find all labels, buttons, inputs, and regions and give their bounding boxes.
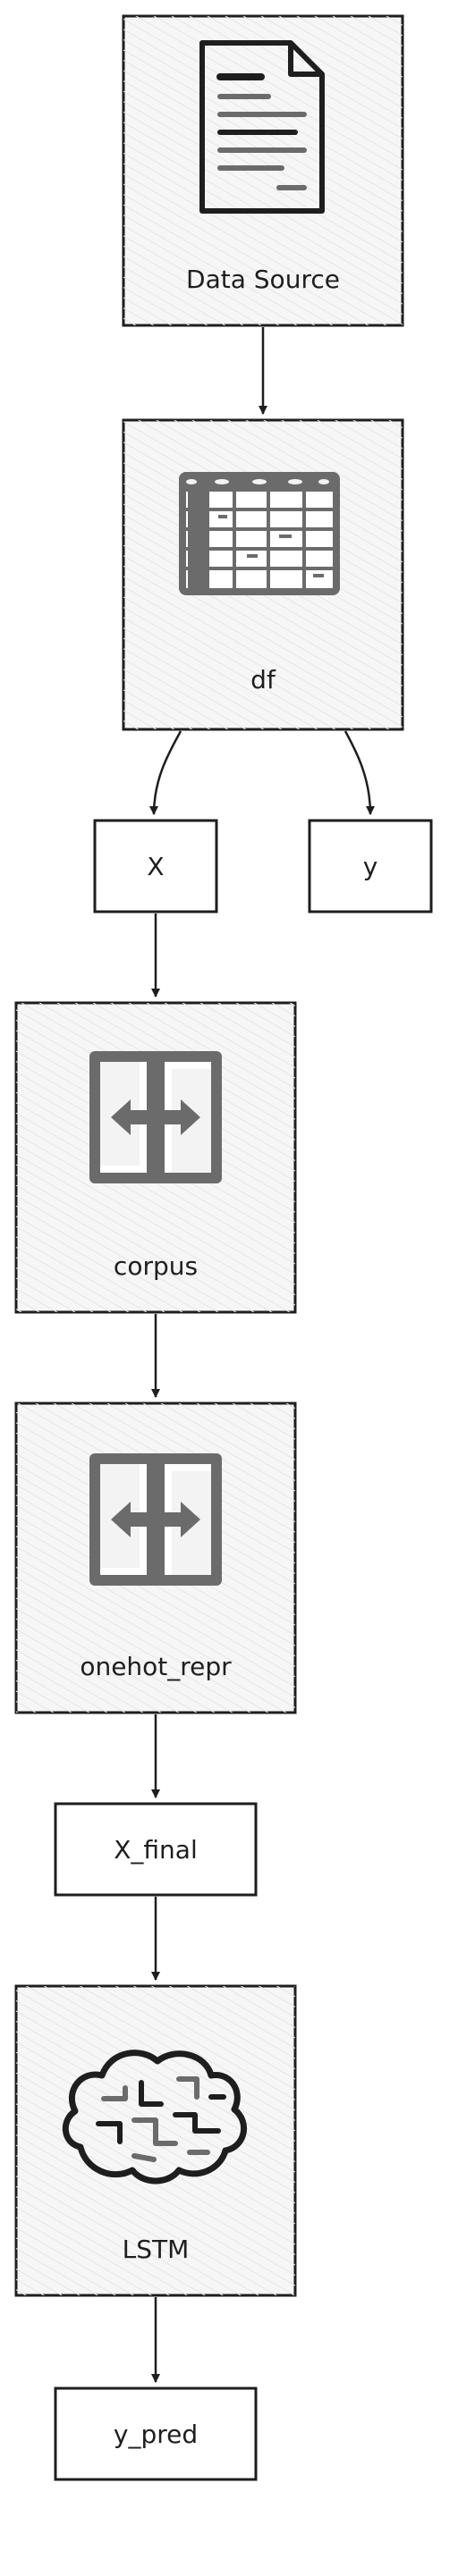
- lstm-node: LSTM: [14, 1984, 297, 2297]
- transform-icon: [89, 1051, 222, 1183]
- data-source-node: Data Source: [122, 14, 404, 327]
- onehot-repr-node: onehot_repr: [14, 1402, 297, 1714]
- arrow-df-to-y: [344, 730, 375, 815]
- df-label: df: [250, 665, 276, 695]
- x-final-label: X_final: [114, 1835, 198, 1865]
- corpus-label: corpus: [114, 1251, 198, 1281]
- y-pred-label: y_pred: [114, 2420, 198, 2449]
- lstm-label: LSTM: [123, 2235, 190, 2264]
- y-pred-node: y_pred: [54, 2387, 258, 2481]
- x-label: X: [147, 852, 164, 881]
- y-node: y: [308, 819, 433, 913]
- df-node: df: [122, 418, 404, 731]
- brain-icon: [62, 2050, 247, 2185]
- document-icon: [199, 40, 325, 214]
- x-node: X: [93, 819, 218, 913]
- onehot-repr-label: onehot_repr: [80, 1652, 232, 1681]
- y-label: y: [363, 852, 378, 881]
- x-final-node: X_final: [54, 1802, 258, 1897]
- transform-icon: [89, 1453, 222, 1586]
- spreadsheet-icon: [179, 472, 340, 595]
- corpus-node: corpus: [14, 1001, 297, 1314]
- data-source-label: Data Source: [186, 265, 340, 294]
- arrow-df-to-x: [149, 730, 182, 815]
